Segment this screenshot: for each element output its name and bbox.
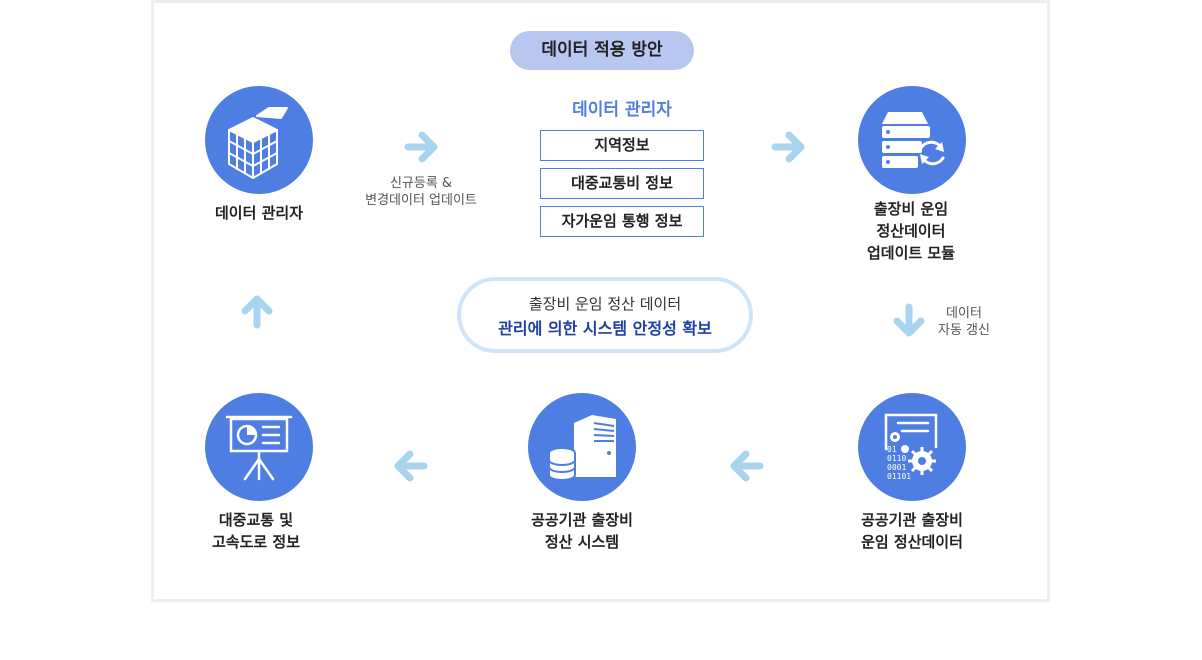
arrow-right-icon [771,129,807,165]
data-manager-label: 데이터 관리자 [196,202,322,224]
server-refresh-icon [882,112,945,168]
label-line: 정산데이터 [876,222,946,240]
arrow-up-icon [239,293,275,329]
data-manager-circle [205,86,313,194]
public-travel-system-label: 공공기관 출장비 정산 시스템 [514,509,650,553]
info-box-transit: 대중교통비 정보 [540,168,704,199]
summary-inner: 출장비 운임 정산 데이터 관리에 의한 시스템 안정성 확보 [461,281,749,349]
code-line: 01101 [887,472,911,481]
code-line: 0001 [887,463,906,472]
code-line: 01 [887,445,897,454]
label-line: 공공기관 출장비 [861,511,963,529]
public-travel-system-circle [528,393,636,501]
info-box-region: 지역정보 [540,130,704,161]
label-line: 출장비 운임 [873,200,949,218]
caption-line: 자동 갱신 [938,323,990,338]
label-line: 업데이트 모듈 [866,244,956,262]
data-manager-label-line: 데이터 관리자 [214,204,304,222]
label-line: 고속도로 정보 [211,533,301,551]
presentation-board-icon [225,415,293,481]
arrow-left-icon [392,448,428,484]
arrow-down-icon [891,303,927,339]
register-update-caption: 신규등록 & 변경데이터 업데이트 [353,175,489,209]
caption-line: 신규등록 & [389,176,453,191]
cubes-icon [228,107,288,179]
server-database-icon [548,415,616,481]
label-line: 대중교통 및 [218,511,294,529]
summary-pill: 출장비 운임 정산 데이터 관리에 의한 시스템 안정성 확보 [457,277,753,353]
document-gears-icon: 01 0110 0001 01101 [884,413,938,481]
label-line: 공공기관 출장비 [531,511,633,529]
info-box-private: 자가운임 통행 정보 [540,206,704,237]
label-line: 운임 정산데이터 [861,533,963,551]
arrow-right-icon [404,129,440,165]
public-travel-data-circle: 01 0110 0001 01101 [858,393,966,501]
transit-info-circle [205,393,313,501]
summary-line-1: 출장비 운임 정산 데이터 [528,295,682,313]
caption-line: 데이터 [946,306,982,321]
code-line: 0110 [887,454,906,463]
label-line: 정산 시스템 [544,533,620,551]
transit-info-label: 대중교통 및 고속도로 정보 [190,509,322,553]
auto-refresh-caption: 데이터 자동 갱신 [930,305,998,339]
update-module-label: 출장비 운임 정산데이터 업데이트 모듈 [840,198,982,264]
arrow-left-icon [728,448,764,484]
update-module-circle [858,86,966,194]
center-manager-title: 데이터 관리자 [572,100,672,120]
summary-line-2: 관리에 의한 시스템 안정성 확보 [498,319,712,338]
public-travel-data-label: 공공기관 출장비 운임 정산데이터 [842,509,982,553]
diagram-title: 데이터 적용 방안 [510,31,694,70]
caption-line: 변경데이터 업데이트 [365,193,477,208]
